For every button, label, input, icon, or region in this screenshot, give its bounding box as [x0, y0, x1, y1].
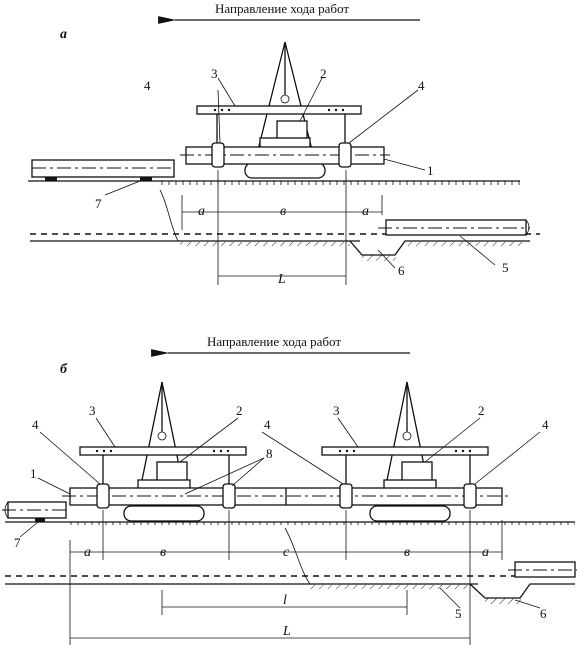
label-5-b: 5 — [455, 606, 462, 621]
dim-L-a: L — [277, 272, 286, 287]
dim-c-b: с — [283, 545, 290, 560]
direction-label-a: Направление хода работ — [215, 1, 349, 16]
label-5-a: 5 — [502, 260, 509, 275]
label-4-right-a: 4 — [418, 78, 425, 93]
callouts-b: 4 4 4 3 3 2 2 8 1 7 5 6 — [14, 403, 549, 621]
label-2-left-b: 2 — [236, 403, 243, 418]
label-8-b: 8 — [266, 446, 273, 461]
direction-arrow-a: Направление хода работ — [158, 1, 420, 24]
label-2-a: 2 — [320, 66, 327, 81]
label-3-a: 3 — [211, 66, 218, 81]
dim-a-left-a: а — [198, 204, 205, 219]
pipe-trench-b — [508, 561, 577, 578]
dim-a-right-b: а — [482, 545, 489, 560]
label-4-c-b: 4 — [542, 417, 549, 432]
traverse-beam-b-left — [79, 446, 247, 486]
traverse-beam-b-right — [321, 446, 489, 486]
dimensions-b: а в с в а l L — [69, 510, 503, 645]
label-4-b-b: 4 — [264, 417, 271, 432]
label-3-right-b: 3 — [333, 403, 340, 418]
traverse-beam-a — [196, 105, 362, 145]
label-6-a: 6 — [398, 263, 405, 278]
trench-a — [30, 189, 540, 261]
label-4-a-b: 4 — [32, 417, 39, 432]
panel-b: Направление хода работ б — [2, 334, 577, 645]
direction-arrow-b: Направление хода работ — [151, 334, 410, 357]
direction-label-b: Направление хода работ — [207, 334, 341, 349]
dim-L-b: L — [282, 624, 291, 639]
dim-l-b: l — [283, 593, 287, 608]
dim-a-left-b: а — [84, 545, 91, 560]
trench-b — [5, 527, 575, 604]
dim-b-left-b: в — [160, 545, 166, 560]
panel-a: Направление хода работ а — [28, 1, 540, 287]
pipe-left-b — [2, 501, 67, 522]
label-4-left-a: 4 — [144, 78, 151, 93]
pipe-trench-a — [378, 219, 530, 236]
label-1-b: 1 — [30, 466, 37, 481]
label-6-b: 6 — [540, 606, 547, 621]
callouts-a: 4 4 3 2 1 7 6 5 — [95, 66, 509, 278]
dim-b-right-b: в — [404, 545, 410, 560]
pipe-string-b — [62, 483, 510, 509]
pipe-left-a — [31, 159, 175, 181]
label-3-left-b: 3 — [89, 403, 96, 418]
label-7-b: 7 — [14, 535, 21, 550]
ground-line-b — [5, 521, 575, 528]
panel-letter-b: б — [60, 362, 68, 377]
panel-letter-a: а — [60, 27, 67, 42]
dimensions-a: а в а L — [181, 170, 383, 287]
ground-line-a — [28, 180, 520, 187]
dim-a-right-a: а — [362, 204, 369, 219]
label-1-a: 1 — [427, 163, 434, 178]
label-7-a: 7 — [95, 196, 102, 211]
dim-b-a: в — [280, 204, 286, 219]
pipe-section-a — [180, 142, 390, 168]
label-2-right-b: 2 — [478, 403, 485, 418]
